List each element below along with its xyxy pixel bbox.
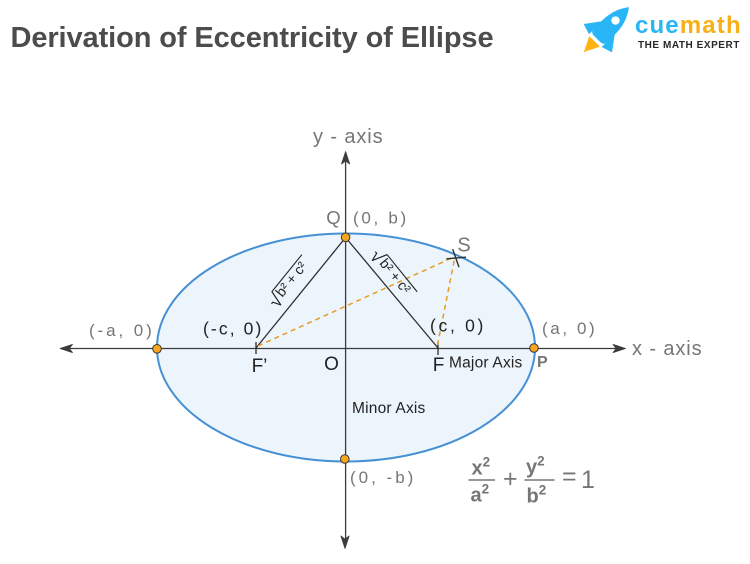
svg-text:Minor Axis: Minor Axis <box>352 400 426 417</box>
svg-text:(0, -b): (0, -b) <box>350 468 416 487</box>
svg-text:(0, b): (0, b) <box>353 209 409 228</box>
svg-text:Derivation of Eccentricity of: Derivation of Eccentricity of Ellipse <box>11 22 494 54</box>
svg-text:(a, 0): (a, 0) <box>542 319 597 338</box>
svg-text:F: F <box>433 355 445 376</box>
svg-text:x2: x2 <box>472 455 491 480</box>
svg-text:b2: b2 <box>527 483 547 508</box>
svg-text:cuemath: cuemath <box>635 12 742 39</box>
svg-text:=: = <box>562 463 577 491</box>
svg-text:S: S <box>457 235 470 257</box>
svg-text:Q: Q <box>326 207 340 228</box>
svg-text:y2: y2 <box>526 454 545 479</box>
svg-text:P: P <box>537 354 548 371</box>
svg-text:(-c, 0): (-c, 0) <box>203 319 263 339</box>
svg-text:THE MATH EXPERT: THE MATH EXPERT <box>638 40 740 51</box>
svg-text:1: 1 <box>581 466 595 494</box>
svg-text:+: + <box>503 465 518 493</box>
svg-text:(c, 0): (c, 0) <box>430 316 486 336</box>
svg-text:Major Axis: Major Axis <box>449 355 523 372</box>
svg-text:a2: a2 <box>471 482 490 507</box>
svg-text:y - axis: y - axis <box>313 126 384 148</box>
svg-text:O: O <box>324 354 339 375</box>
svg-text:x - axis: x - axis <box>632 338 703 360</box>
svg-text:(-a, 0): (-a, 0) <box>89 321 155 340</box>
svg-text:F’: F’ <box>252 356 268 377</box>
